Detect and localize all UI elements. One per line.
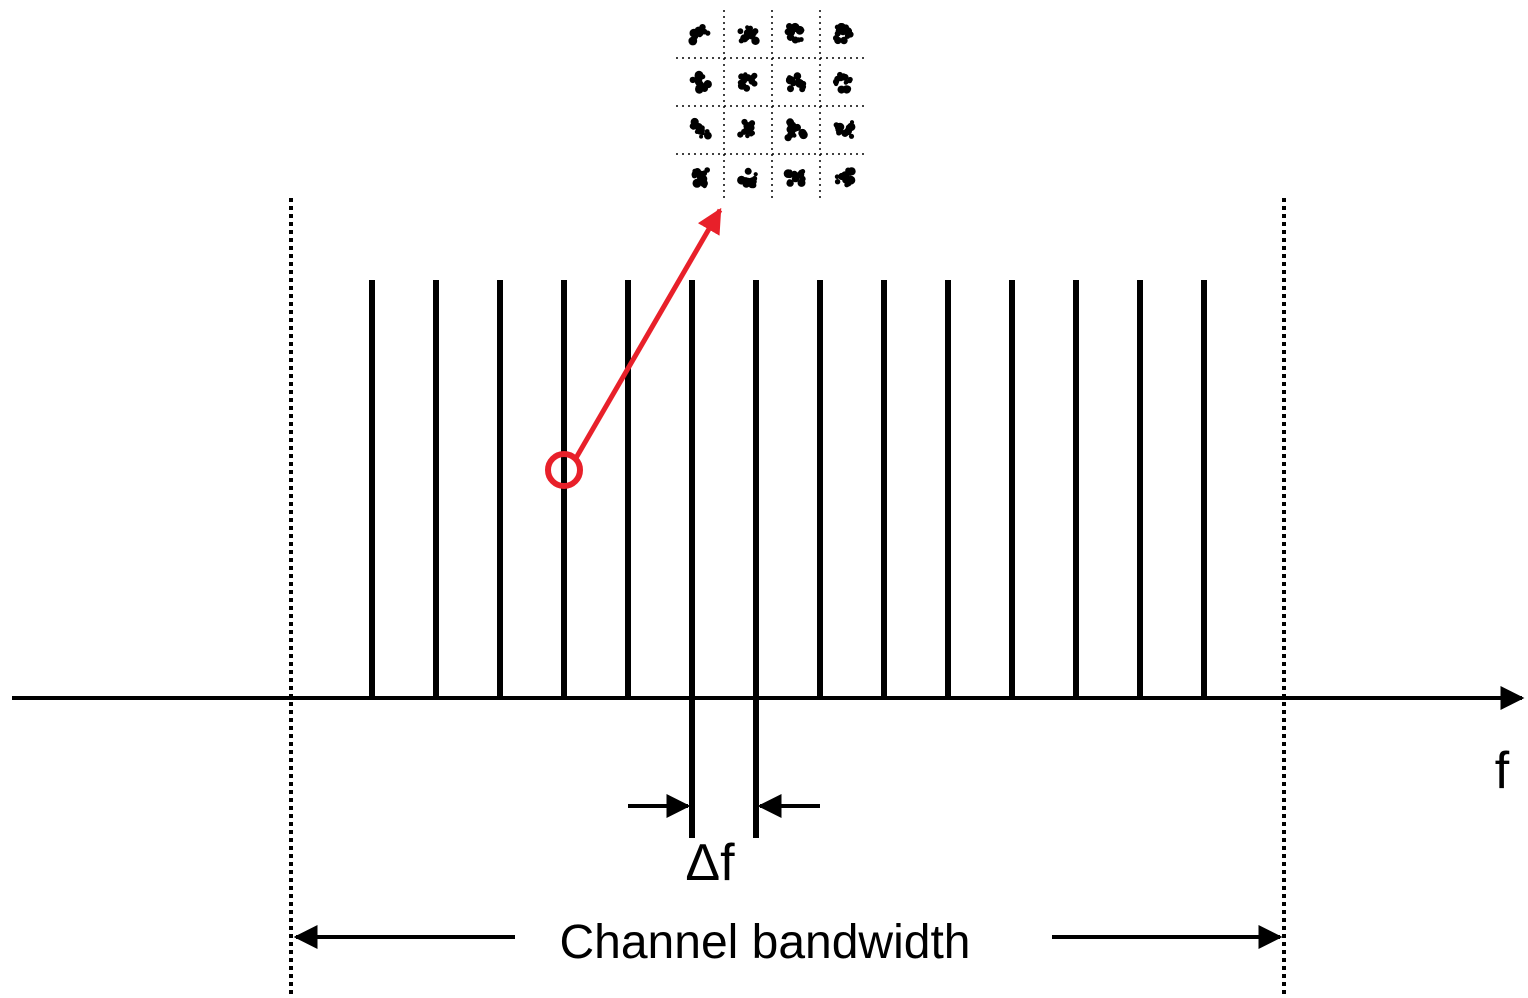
constellation-point (784, 118, 808, 142)
constellation-point (783, 169, 806, 187)
constellation-point (689, 117, 712, 140)
pointer-arrow (573, 207, 723, 460)
constellation-point (784, 22, 805, 44)
subcarrier-group (369, 280, 1207, 698)
constellation-inset (676, 10, 868, 202)
constellation-point (688, 24, 711, 46)
constellation-point (737, 25, 760, 45)
constellation-point (737, 118, 756, 139)
constellation-point (737, 72, 758, 92)
spacing-label: Δf (685, 834, 735, 892)
constellation-point (737, 167, 758, 189)
bandwidth-label: Channel bandwidth (560, 916, 971, 969)
constellation-point (833, 23, 854, 45)
constellation-point (691, 167, 710, 189)
constellation-point (832, 71, 853, 94)
constellation-point (785, 72, 807, 93)
constellation-point (834, 167, 856, 188)
constellation-point (689, 70, 712, 94)
frequency-axis-label: f (1495, 742, 1510, 800)
constellation-point (833, 120, 856, 139)
highlight-circle (545, 451, 583, 489)
